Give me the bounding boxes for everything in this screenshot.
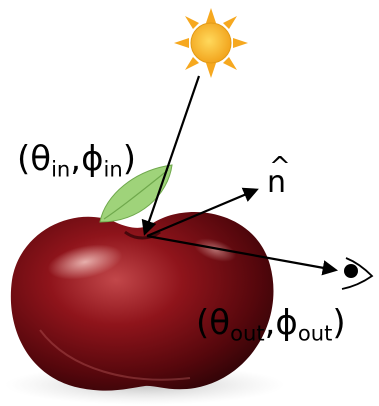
- phi-in-symbol: ϕ: [81, 139, 104, 179]
- outgoing-angle-label: (θout,ϕout): [196, 303, 346, 346]
- outgoing-view-arrow: [146, 234, 339, 276]
- phi-in-subscript: in: [103, 156, 123, 182]
- leaf-icon: [99, 164, 173, 223]
- eye-icon: [341, 257, 374, 290]
- incoming-angle-label: (θin,ϕin): [17, 139, 137, 182]
- normal-label: ^n: [267, 154, 291, 200]
- theta-out-symbol: θ: [209, 303, 231, 343]
- theta-in-symbol: θ: [30, 139, 52, 179]
- normal-hat: ^: [269, 152, 291, 182]
- theta-out-subscript: out: [230, 320, 265, 346]
- phi-out-subscript: out: [297, 320, 333, 346]
- theta-in-subscript: in: [51, 156, 71, 182]
- sun-icon: [174, 8, 248, 78]
- phi-out-symbol: ϕ: [275, 303, 298, 343]
- incoming-light-arrow: [141, 75, 201, 236]
- normal-arrow: [146, 187, 259, 238]
- apple-image: [10, 212, 274, 391]
- normal-symbol: n: [267, 165, 287, 200]
